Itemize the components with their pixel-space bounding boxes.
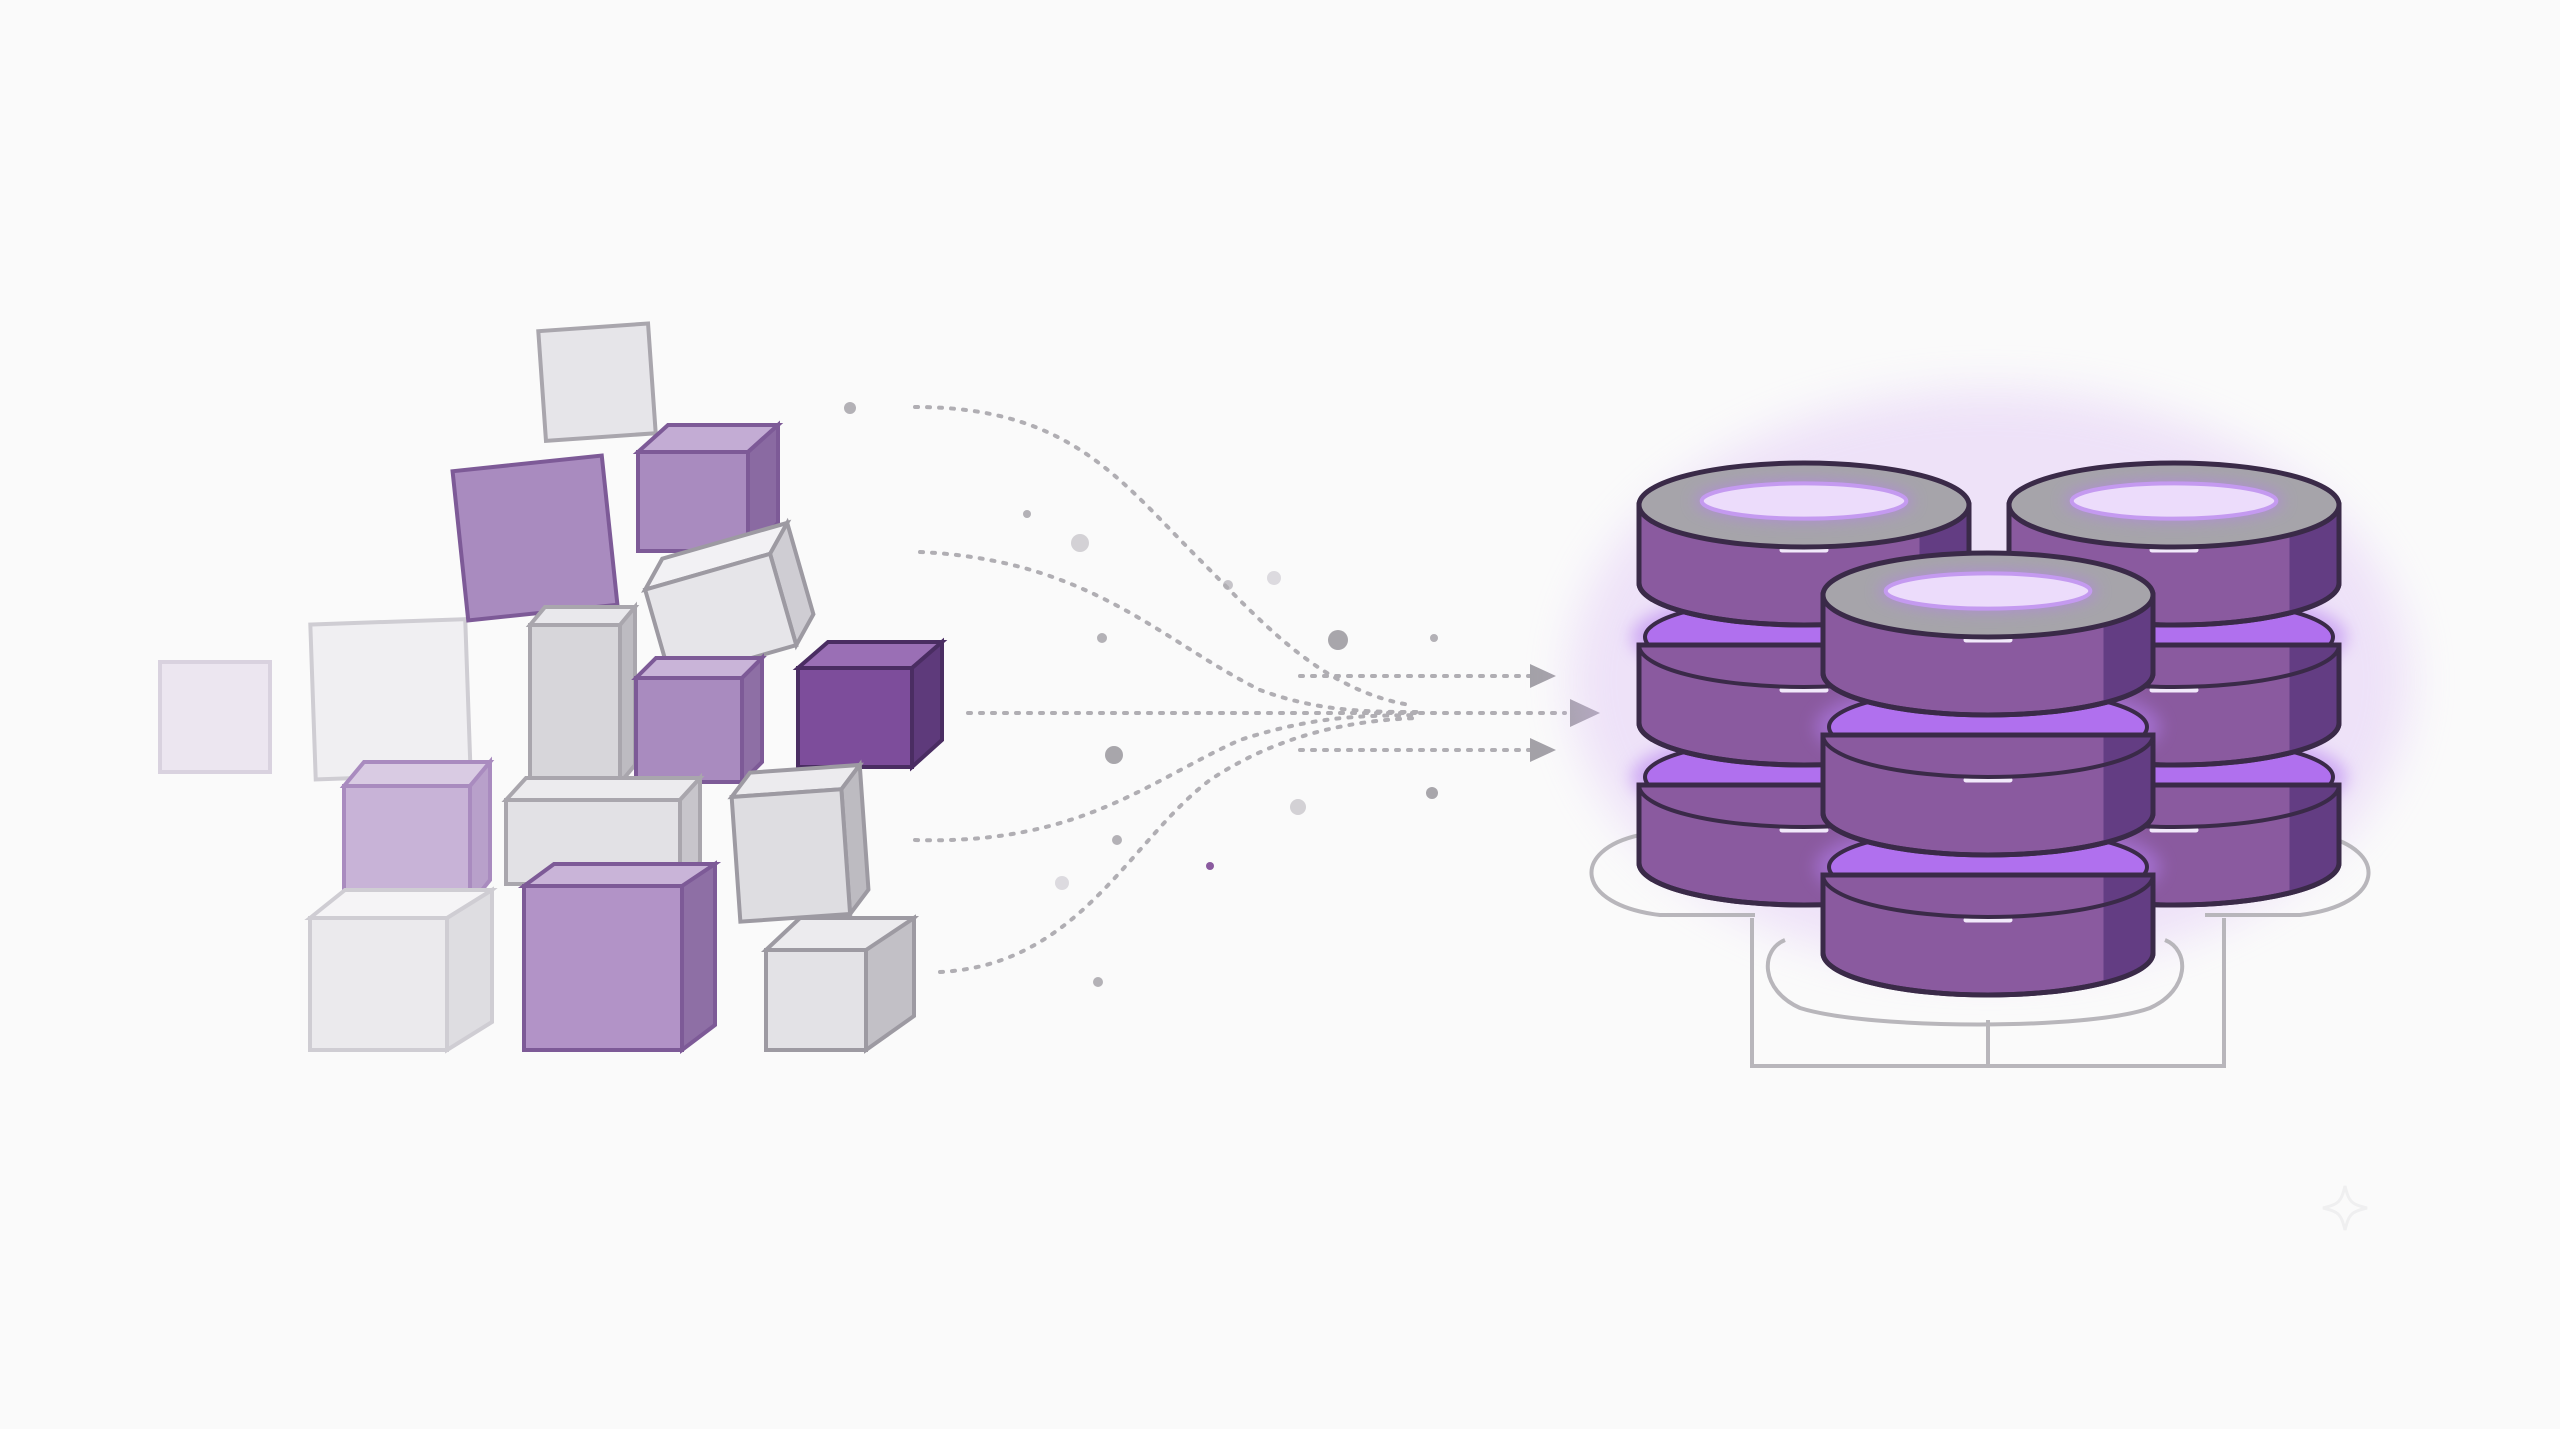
scatter-dot bbox=[1071, 534, 1089, 552]
scatter-dot bbox=[1023, 510, 1031, 518]
base-network-lines bbox=[1589, 833, 2371, 1068]
block-light-large bbox=[308, 617, 473, 782]
block-purple-cube-top bbox=[632, 420, 784, 556]
block-gray-right bbox=[727, 759, 871, 924]
scatter-dot bbox=[1290, 799, 1306, 815]
scatter-dot bbox=[1430, 634, 1438, 642]
block-top-gray bbox=[536, 321, 658, 444]
database-cluster-icon bbox=[1570, 390, 2410, 1068]
sparkle-icon bbox=[2322, 1185, 2368, 1231]
block-light-bottom bbox=[304, 886, 498, 1054]
block-lilac bbox=[339, 756, 495, 911]
flow-path-4 bbox=[913, 713, 1422, 843]
scatter-dot bbox=[1093, 977, 1103, 987]
db-top-glow bbox=[1883, 571, 2093, 611]
scatter-dot bbox=[1426, 787, 1438, 799]
block-gray-column bbox=[525, 601, 640, 789]
flow-path-1 bbox=[913, 405, 1412, 707]
scattered-blocks-icon bbox=[158, 321, 948, 1055]
block-purple-dark bbox=[792, 637, 948, 772]
flow-path-5 bbox=[938, 716, 1422, 974]
scatter-dot bbox=[1112, 835, 1122, 845]
scatter-dot bbox=[1267, 571, 1281, 585]
block-gray-bottom-right bbox=[760, 914, 920, 1054]
arrowhead-bottom bbox=[1530, 738, 1556, 762]
block-purple-center bbox=[631, 653, 767, 787]
scatter-dot bbox=[1055, 876, 1069, 890]
flow-path-2 bbox=[918, 550, 1422, 714]
scatter-dot bbox=[1206, 862, 1214, 870]
db-top-glow bbox=[1699, 481, 1909, 521]
converging-dotted-arrows-icon bbox=[844, 402, 1600, 987]
database-front bbox=[1815, 550, 2161, 998]
arrowhead-top bbox=[1530, 664, 1556, 688]
block-purple-bottom bbox=[517, 860, 722, 1055]
scatter-dots bbox=[844, 402, 1438, 987]
db-top-glow bbox=[2069, 481, 2279, 521]
block-pale-left bbox=[158, 660, 272, 774]
block-purple-rotated bbox=[450, 453, 620, 623]
scatter-dot bbox=[1097, 633, 1107, 643]
block-gray-tilted bbox=[641, 517, 816, 684]
scatter-dot bbox=[844, 402, 856, 414]
scatter-dot bbox=[1328, 630, 1348, 650]
scatter-dot bbox=[1105, 746, 1123, 764]
